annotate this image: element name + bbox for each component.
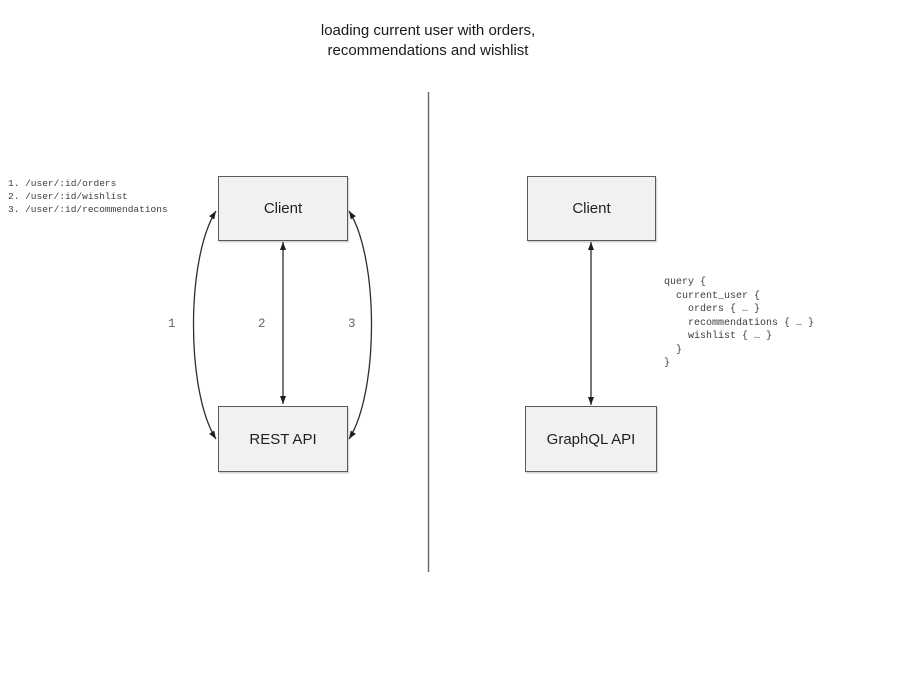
rest-client-node: Client	[218, 176, 348, 241]
graphql-api-node: GraphQL API	[525, 406, 657, 472]
rest-client-label: Client	[263, 200, 303, 217]
rest-endpoint-orders: 1. /user/:id/orders	[8, 178, 117, 189]
graphql-client-node: Client	[527, 176, 656, 241]
graphql-query-line: wishlist { … }	[664, 331, 773, 342]
arrowhead-icon	[280, 242, 286, 250]
arrowhead-icon	[588, 397, 594, 405]
rest-arrow-3-label: 3	[348, 317, 356, 331]
arrowhead-icon	[588, 242, 594, 250]
rest-endpoint-wishlist: 2. /user/:id/wishlist	[8, 191, 128, 202]
rest-api-label: REST API	[249, 430, 317, 448]
graphql-query-snippet: query { current_user { orders { … } reco…	[664, 276, 814, 371]
rest-arrow-1-curve	[192, 210, 217, 440]
graphql-client-label: Client	[572, 200, 611, 217]
arrowhead-icon	[349, 430, 356, 439]
graphql-api-label: GraphQL API	[546, 430, 636, 448]
rest-arrow-1-label: 1	[168, 317, 176, 331]
rest-arrow-2-label: 2	[258, 317, 266, 331]
arrowheads	[209, 211, 594, 439]
arrowhead-icon	[209, 430, 216, 439]
arrowhead-icon	[280, 396, 286, 404]
arrowhead-icon	[349, 211, 356, 220]
graphql-query-line: orders { … }	[664, 304, 761, 315]
graphql-query-line: }	[664, 358, 671, 369]
rest-endpoint-list: 1. /user/:id/orders 2. /user/:id/wishlis…	[8, 177, 168, 216]
arrowhead-icon	[209, 211, 216, 220]
graphql-query-line: query {	[664, 277, 707, 288]
graphql-query-line: recommendations { … }	[664, 317, 815, 329]
graphql-query-line: current_user {	[664, 290, 761, 302]
graphql-query-line: }	[664, 344, 683, 356]
rest-api-node: REST API	[218, 406, 348, 472]
diagram-title-line1: loading current user with orders,	[320, 22, 536, 39]
rest-arrow-3-curve	[348, 210, 373, 440]
diagram-title-line2: recommendations and wishlist	[327, 42, 529, 59]
diagram-title: loading current user with orders, recomm…	[28, 21, 828, 61]
rest-endpoint-recommendations: 3. /user/:id/recommendations	[8, 204, 168, 215]
